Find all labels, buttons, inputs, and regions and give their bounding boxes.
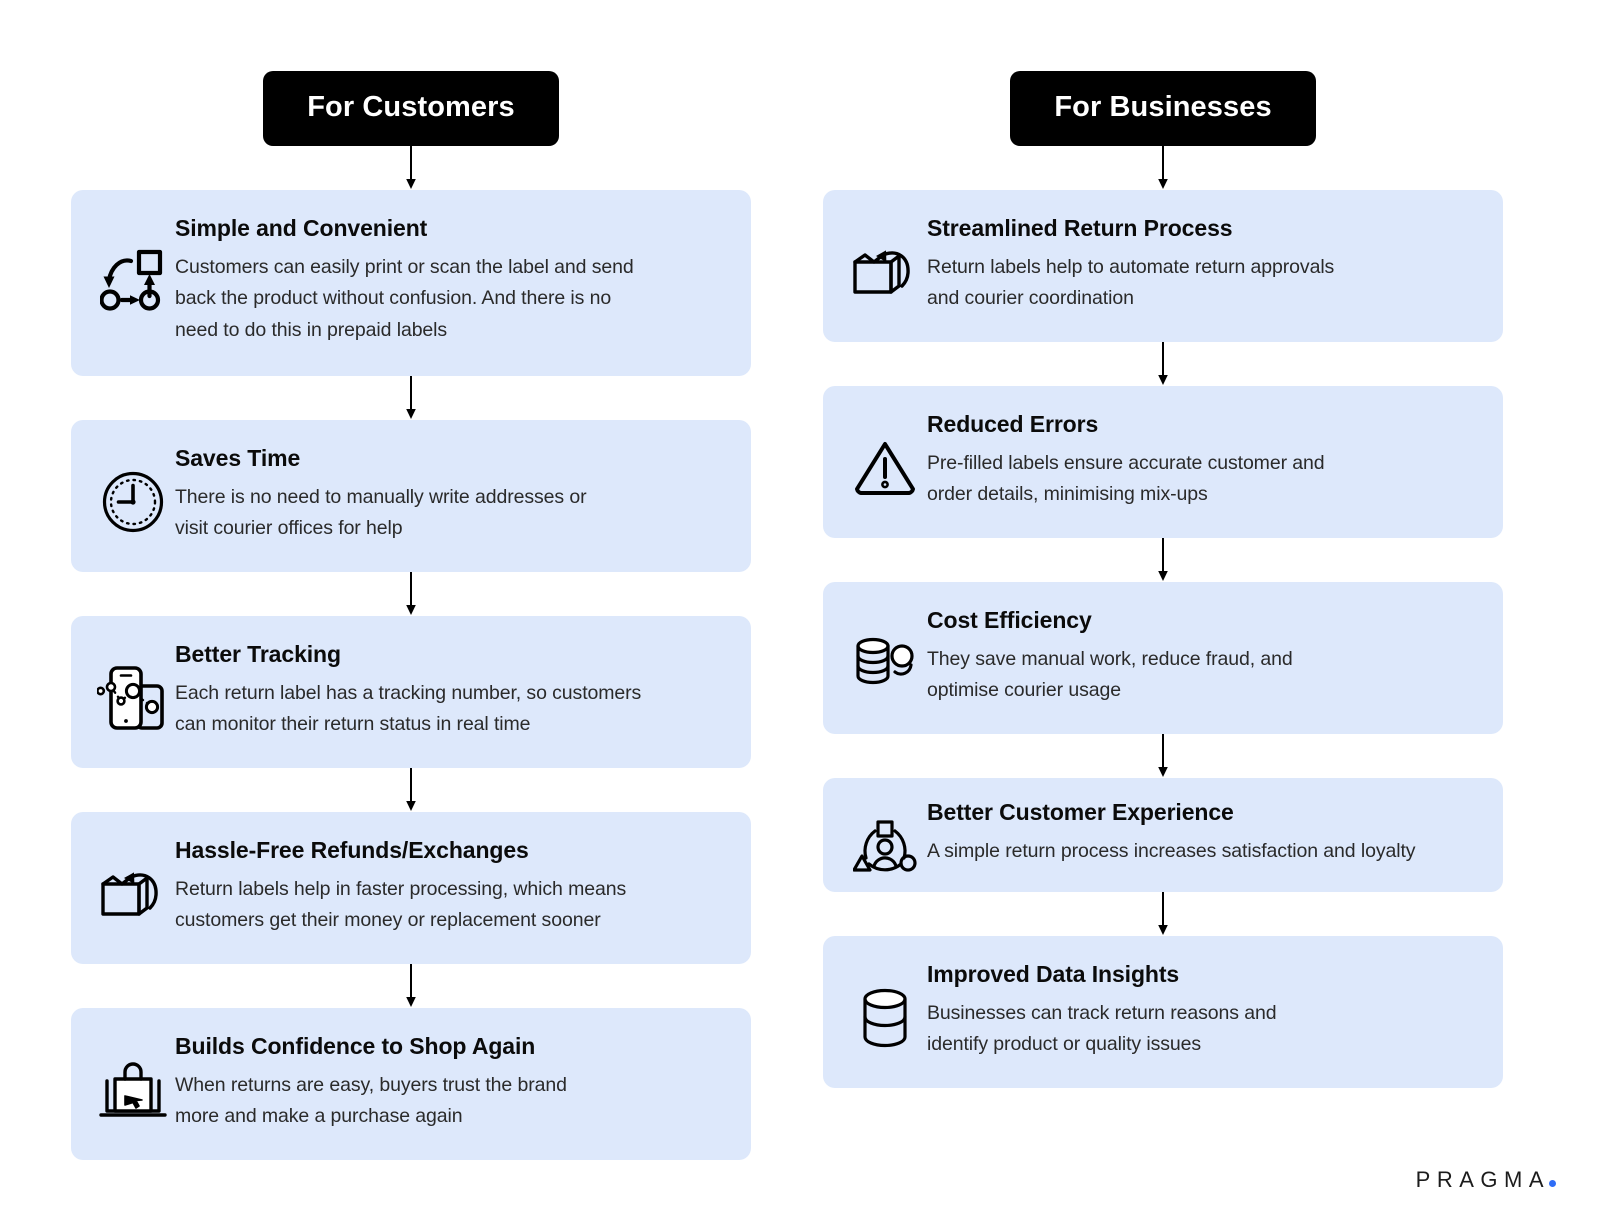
card-title: Streamlined Return Process (927, 215, 1233, 241)
card-description: Pre-filled labels ensure accurate custom… (927, 451, 1325, 506)
box-return-icon (95, 856, 171, 932)
card-title: Hassle-Free Refunds/Exchanges (175, 837, 529, 863)
card-title: Better Tracking (175, 641, 341, 667)
card-title: Saves Time (175, 445, 301, 471)
connector-arrow (71, 768, 751, 812)
card-improved-data-insights: Improved Data Insights Businesses can tr… (823, 936, 1503, 1088)
connector-arrow (823, 146, 1503, 190)
card-body: Cost Efficiency They save manual work, r… (923, 600, 1481, 707)
connector-arrow (71, 572, 751, 616)
card-body: Builds Confidence to Shop Again When ret… (171, 1026, 729, 1133)
customer-experience-icon (847, 812, 923, 888)
phone-tracking-icon (95, 660, 171, 736)
brand-logo-text: PRAGMA (1415, 1167, 1550, 1192)
connector-arrow (823, 734, 1503, 778)
card-description: Customers can easily print or scan the l… (175, 255, 634, 341)
card-title: Improved Data Insights (927, 961, 1180, 987)
card-body: Improved Data Insights Businesses can tr… (923, 954, 1481, 1061)
card-description: They save manual work, reduce fraud, and… (927, 647, 1293, 702)
card-title: Better Customer Experience (927, 799, 1234, 825)
card-description: A simple return process increases satisf… (927, 839, 1416, 862)
card-streamlined-return-process: Streamlined Return Process Return labels… (823, 190, 1503, 342)
card-body: Reduced Errors Pre-filled labels ensure … (923, 404, 1481, 511)
connector-arrow (71, 376, 751, 420)
database-icon (847, 980, 923, 1056)
clock-icon (95, 464, 171, 540)
column-for-businesses: For Businesses Streamlined Return Proce (823, 71, 1503, 1088)
card-title: Cost Efficiency (927, 607, 1092, 633)
brand-logo-dot (1549, 1180, 1556, 1187)
card-description: There is no need to manually write addre… (175, 485, 587, 540)
card-saves-time: Saves Time There is no need to manually … (71, 420, 751, 572)
connector-arrow (71, 146, 751, 190)
column-header-for-businesses: For Businesses (1010, 71, 1316, 146)
card-body: Better Customer Experience A simple retu… (923, 796, 1481, 867)
connector-arrow (823, 892, 1503, 936)
coins-stack-icon (847, 626, 923, 702)
card-body: Streamlined Return Process Return labels… (923, 208, 1481, 315)
column-header-for-customers: For Customers (263, 71, 559, 146)
card-hassle-free-refunds: Hassle-Free Refunds/Exchanges Return lab… (71, 812, 751, 964)
card-description: Return labels help in faster processing,… (175, 877, 627, 932)
brand-logo: PRAGMA (1416, 1167, 1556, 1193)
card-body: Hassle-Free Refunds/Exchanges Return lab… (171, 830, 729, 937)
pill-row-customers: For Customers (71, 71, 751, 146)
card-better-customer-experience: Better Customer Experience A simple retu… (823, 778, 1503, 892)
card-description: When returns are easy, buyers trust the … (175, 1073, 567, 1128)
card-body: Simple and Convenient Customers can easi… (171, 208, 729, 346)
card-description: Each return label has a tracking number,… (175, 681, 642, 736)
warning-triangle-icon (847, 430, 923, 506)
return-flow-icon (95, 242, 171, 318)
box-return-icon (847, 234, 923, 310)
card-title: Reduced Errors (927, 411, 1099, 437)
card-description: Businesses can track return reasons and … (927, 1001, 1277, 1056)
card-description: Return labels help to automate return ap… (927, 255, 1335, 310)
card-title: Builds Confidence to Shop Again (175, 1033, 536, 1059)
card-builds-confidence: Builds Confidence to Shop Again When ret… (71, 1008, 751, 1160)
shopping-bag-laptop-icon (95, 1052, 171, 1128)
card-title: Simple and Convenient (175, 215, 428, 241)
connector-arrow (823, 538, 1503, 582)
pill-row-businesses: For Businesses (823, 71, 1503, 146)
card-simple-and-convenient: Simple and Convenient Customers can easi… (71, 190, 751, 376)
connector-arrow (823, 342, 1503, 386)
card-reduced-errors: Reduced Errors Pre-filled labels ensure … (823, 386, 1503, 538)
card-body: Better Tracking Each return label has a … (171, 634, 729, 741)
column-for-customers: For Customers (71, 71, 751, 1160)
connector-arrow (71, 964, 751, 1008)
card-body: Saves Time There is no need to manually … (171, 438, 729, 545)
card-better-tracking: Better Tracking Each return label has a … (71, 616, 751, 768)
card-cost-efficiency: Cost Efficiency They save manual work, r… (823, 582, 1503, 734)
